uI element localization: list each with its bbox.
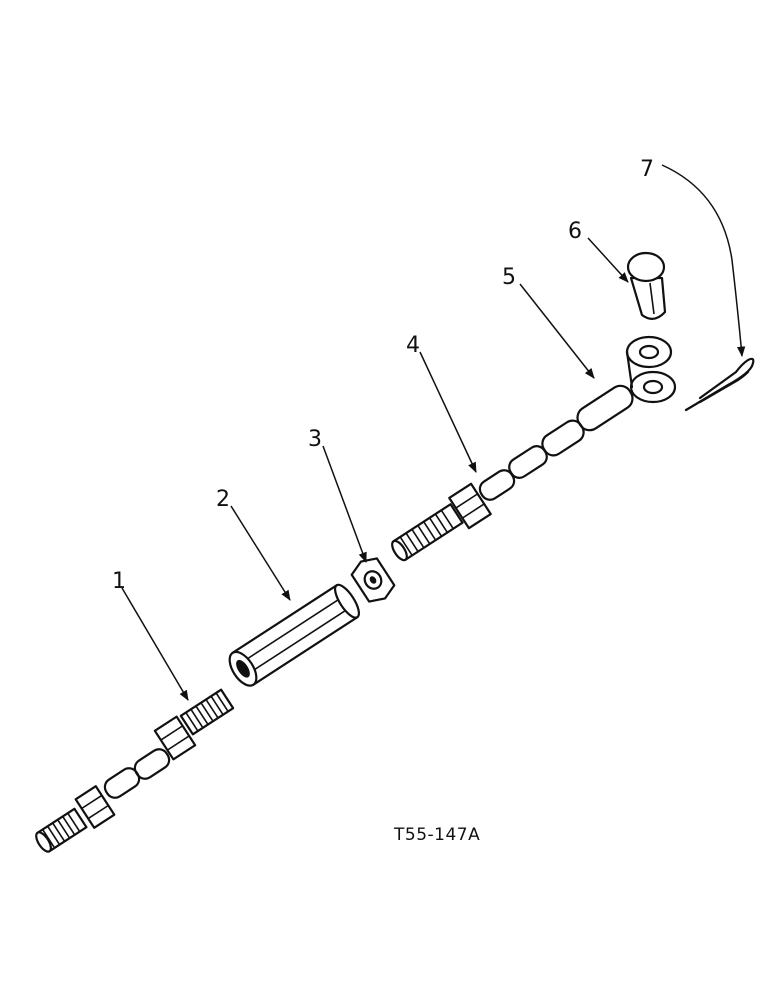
part-7-cotter-pin [684,357,755,412]
callout-4: 4 [406,333,420,358]
callout-1: 1 [112,569,126,594]
part-1-threaded-link-rod [35,688,235,853]
part-5-chain-clevis [508,335,677,479]
callout-6: 6 [568,219,582,244]
callout-leaders [121,164,746,701]
part-4-threaded-rod-with-nut [391,469,516,562]
callout-2: 2 [216,487,230,512]
part-3-hex-nut [350,557,396,603]
callout-3: 3 [308,427,322,452]
part-6-clevis-pin [626,251,667,320]
callout-7: 7 [640,157,654,182]
callout-5: 5 [502,265,516,290]
part-2-hex-coupling [228,583,360,687]
figure-code: T55-147A [393,825,480,845]
